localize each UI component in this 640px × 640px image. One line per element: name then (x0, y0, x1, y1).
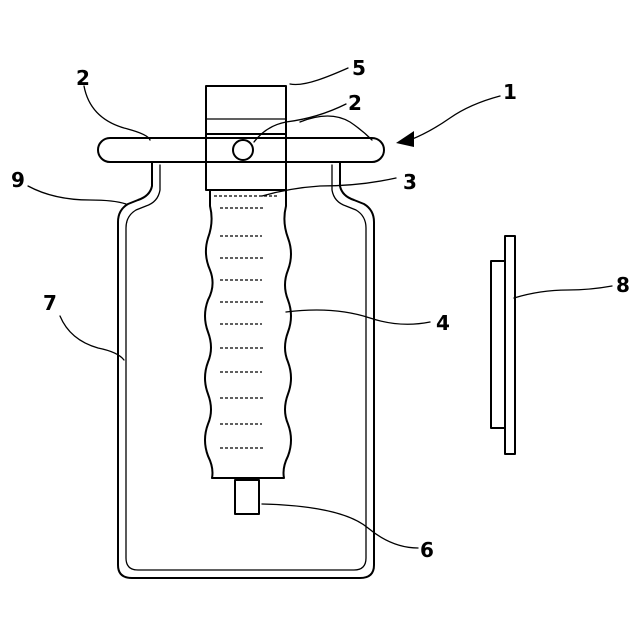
arrow-head (396, 131, 414, 147)
graduation-marks (220, 208, 264, 448)
handle-bar (98, 138, 384, 162)
cap (206, 86, 286, 134)
label-arm-right: 2 (348, 91, 362, 115)
container-outer (118, 163, 374, 578)
label-container: 7 (43, 291, 57, 315)
label-bellows: 4 (436, 311, 450, 335)
bellows (205, 190, 291, 478)
label-spout: 6 (420, 538, 434, 562)
pin-circle (233, 140, 253, 160)
label-arm-left: 2 (76, 66, 90, 90)
label-device: 1 (503, 80, 517, 104)
plate-front (491, 261, 505, 428)
container-inner (126, 165, 366, 570)
label-cap: 5 (352, 56, 366, 80)
spout (235, 480, 259, 514)
label-collar: 3 (403, 170, 417, 194)
plate-back (505, 236, 515, 454)
leader-lines (28, 68, 612, 548)
label-neck: 9 (11, 168, 25, 192)
label-plate: 8 (616, 273, 630, 297)
